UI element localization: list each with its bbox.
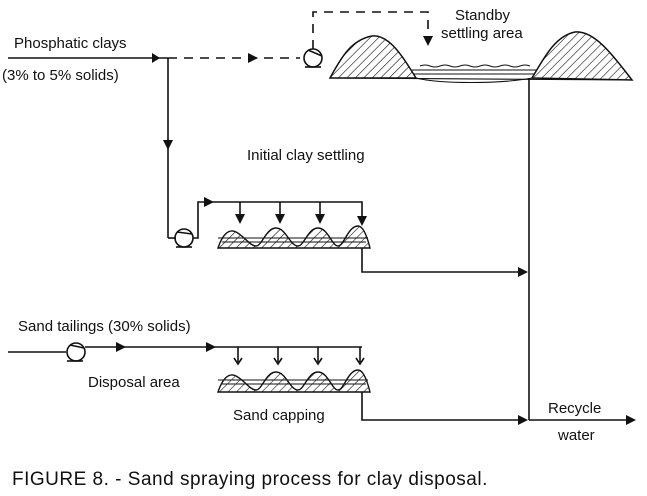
sand-tailings-label: Sand tailings (30% solids) <box>18 318 191 335</box>
solids-range-label: (3% to 5% solids) <box>2 67 119 84</box>
recycle-label-line1: Recycle <box>548 400 601 417</box>
arrow-icon <box>204 197 214 207</box>
arrow-icon <box>235 214 245 224</box>
phosphatic-clays-feed <box>8 11 433 239</box>
phosphatic-clays-label: Phosphatic clays <box>14 35 127 52</box>
spray-nozzles <box>233 347 365 366</box>
initial-clay-settling-label: Initial clay settling <box>247 147 365 164</box>
pump-icon <box>174 228 194 248</box>
initial-settling-system <box>174 197 528 277</box>
mound-icon <box>328 35 418 79</box>
mound-icon <box>217 369 371 393</box>
pump-icon <box>303 48 323 68</box>
standby-label-line2: settling area <box>441 25 523 42</box>
sand-disposal-system <box>8 342 528 425</box>
arrow-icon <box>518 415 528 425</box>
disposal-area-label: Disposal area <box>88 374 180 391</box>
figure-caption: FIGURE 8. - Sand spraying process for cl… <box>12 469 488 490</box>
arrow-icon <box>518 267 528 277</box>
sand-capping-label: Sand capping <box>233 407 325 424</box>
arrow-icon <box>116 342 126 352</box>
arrow-icon <box>206 342 216 352</box>
mound-icon <box>530 31 634 81</box>
arrow-icon <box>152 53 160 63</box>
arrow-icon <box>423 36 433 46</box>
arrow-icon <box>357 216 367 226</box>
arrow-icon <box>626 415 636 425</box>
arrow-icon <box>248 53 258 63</box>
mound-icon <box>217 225 371 249</box>
arrow-icon <box>315 214 325 224</box>
pump-icon <box>66 342 86 362</box>
arrow-icon <box>163 140 173 150</box>
recycle-label-line2: water <box>557 427 595 444</box>
recycle-collector <box>528 78 636 425</box>
standby-settling-area <box>328 31 634 84</box>
standby-label-line1: Standby <box>455 7 511 24</box>
arrow-icon <box>275 214 285 224</box>
